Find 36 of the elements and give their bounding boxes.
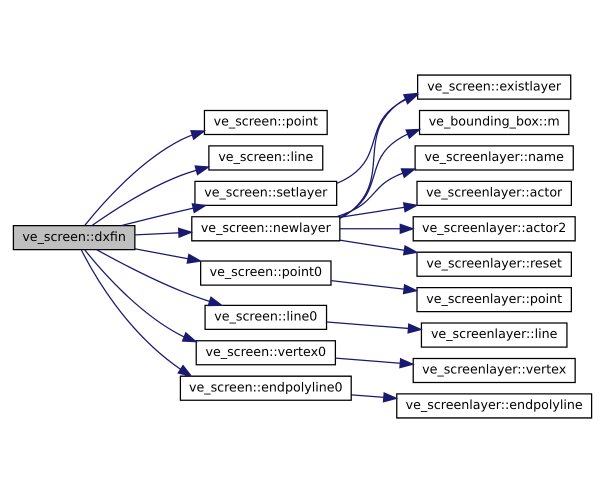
arrow: [84, 130, 206, 226]
arrow: [96, 249, 224, 306]
node-box: ve_screen::dxfin: [12, 225, 136, 250]
arrow: [340, 240, 419, 256]
node-box: ve_screen::existlayer: [417, 74, 572, 100]
arrow: [121, 203, 208, 226]
node-box: ve_screen::vertex0: [196, 340, 336, 366]
node-box: ve_screen::newlayer: [191, 216, 340, 242]
node-box: ve_screen::setlayer: [194, 180, 338, 206]
node-box: ve_bounding_box::m: [418, 110, 570, 136]
arrow: [84, 249, 198, 342]
node-box: ve_screenlayer::actor: [416, 180, 572, 206]
node-box: ve_screen::endpolyline0: [180, 376, 352, 401]
arrow: [331, 280, 419, 294]
arrow: [340, 223, 415, 234]
arrow: [335, 358, 415, 368]
node-box: ve_screenlayer::endpolyline: [396, 393, 592, 419]
node-box: ve_screen::line0: [204, 304, 328, 330]
node-box: ve_screenlayer::vertex: [412, 358, 576, 384]
node-box: ve_screen::line: [208, 145, 324, 171]
node-box: ve_screenlayer::actor2: [412, 216, 576, 242]
arrow: [135, 248, 202, 264]
arrow: [340, 202, 419, 218]
node-box: ve_screen::point0: [200, 260, 332, 286]
arrow: [92, 165, 210, 226]
node-box: ve_screenlayer::reset: [416, 252, 572, 277]
arrow: [336, 168, 417, 218]
node-box: ve_screen::point: [204, 110, 328, 136]
arrow: [135, 228, 194, 238]
arrow: [80, 250, 193, 378]
arrow: [326, 321, 423, 334]
arrow: [351, 392, 398, 403]
node-box: ve_screenlayer::name: [414, 145, 574, 171]
arrow: [340, 128, 422, 218]
node-box: ve_screenlayer::point: [416, 286, 572, 312]
node-box: ve_screenlayer::line: [420, 322, 568, 348]
